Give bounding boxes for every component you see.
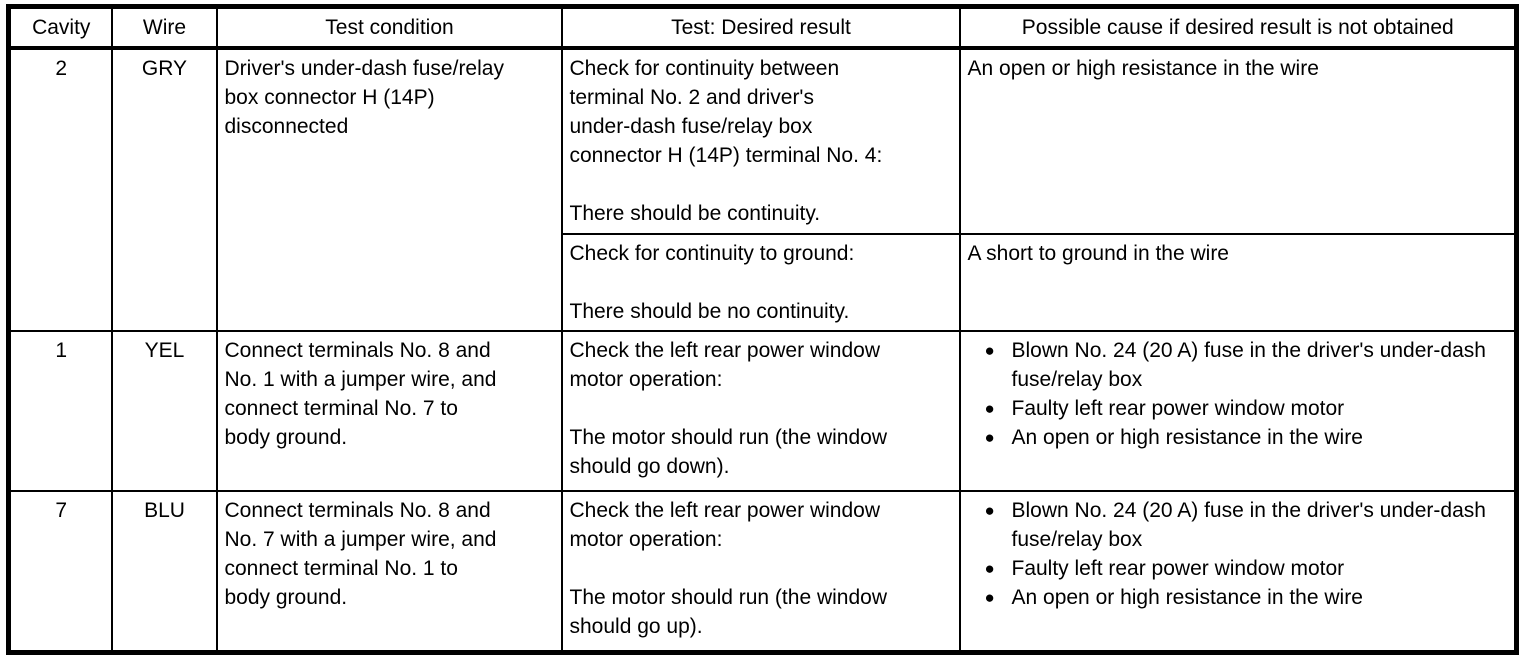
- table-header-row: Cavity Wire Test condition Test: Desired…: [7, 5, 1518, 50]
- column-header-test-condition: Test condition: [215, 5, 563, 50]
- diagnostic-table-sheet: Cavity Wire Test condition Test: Desired…: [6, 4, 1519, 655]
- cell-possible-cause: An open or high resistance in the wire: [958, 47, 1518, 235]
- text-line: motor operation:: [569, 528, 723, 551]
- text-line: The motor should run (the window: [569, 426, 888, 449]
- text-line: There should be continuity.: [569, 202, 821, 225]
- text-line: [570, 554, 953, 583]
- text-line: box connector H (14P): [224, 86, 435, 109]
- text-line: The motor should run (the window: [569, 586, 888, 609]
- cell-wire: GRY: [110, 47, 218, 332]
- table-body: 2 GRY Driver's under-dash fuse/relay box …: [7, 47, 1518, 654]
- list-item-label: Faulty left rear power window motor: [1011, 397, 1345, 420]
- cell-cavity: 1: [7, 330, 113, 492]
- cell-test-desired-result: Check the left rear power window motor op…: [560, 330, 961, 492]
- list-item-label: Blown No. 24 (20 A) fuse in the driver's…: [1011, 499, 1486, 551]
- list-item: ● An open or high resistance in the wire: [972, 583, 1509, 612]
- cell-test-desired-result: Check for continuity to ground: There sho…: [560, 233, 961, 332]
- bullet-icon: ●: [984, 559, 995, 578]
- cell-possible-cause: A short to ground in the wire: [958, 233, 1518, 332]
- text-line: under-dash fuse/relay box: [569, 115, 813, 138]
- text-line: [570, 268, 953, 297]
- text-line: should go up).: [569, 615, 703, 638]
- text-line: Check for continuity to ground:: [569, 242, 855, 265]
- column-header-cavity: Cavity: [7, 5, 113, 50]
- text-line: motor operation:: [569, 368, 723, 391]
- bullet-icon: ●: [984, 588, 995, 607]
- text-line: disconnected: [224, 115, 349, 138]
- table-row: 2 GRY Driver's under-dash fuse/relay box …: [7, 47, 1518, 332]
- bullet-icon: ●: [984, 501, 995, 520]
- cell-possible-cause: ● Blown No. 24 (20 A) fuse in the driver'…: [958, 490, 1518, 654]
- possible-cause-list: ● Blown No. 24 (20 A) fuse in the driver'…: [968, 496, 1509, 612]
- text-line: Check the left rear power window: [569, 339, 880, 362]
- list-item: ● Blown No. 24 (20 A) fuse in the driver'…: [972, 496, 1509, 554]
- text-line: connect terminal No. 1 to: [224, 557, 458, 580]
- cell-cavity: 2: [7, 47, 113, 332]
- text-line: A short to ground in the wire: [967, 242, 1230, 265]
- text-line: There should be no continuity.: [569, 300, 850, 323]
- cell-wire: BLU: [110, 490, 218, 654]
- table-header: Cavity Wire Test condition Test: Desired…: [7, 5, 1518, 50]
- troubleshooting-table: Cavity Wire Test condition Test: Desired…: [6, 4, 1519, 655]
- column-header-wire: Wire: [110, 5, 218, 50]
- list-item: ● An open or high resistance in the wire: [972, 423, 1509, 452]
- cell-wire: YEL: [110, 330, 218, 492]
- cell-test-desired-result: Check the left rear power window motor op…: [560, 490, 961, 654]
- list-item-label: An open or high resistance in the wire: [1011, 426, 1363, 449]
- cell-test-desired-result: Check for continuity between terminal No.…: [560, 47, 961, 235]
- bullet-icon: ●: [984, 428, 995, 447]
- text-line: [570, 394, 953, 423]
- list-item-label: Blown No. 24 (20 A) fuse in the driver's…: [1011, 339, 1486, 391]
- list-item-label: Faulty left rear power window motor: [1011, 557, 1345, 580]
- bullet-icon: ●: [984, 399, 995, 418]
- possible-cause-list: ● Blown No. 24 (20 A) fuse in the driver'…: [968, 336, 1509, 452]
- text-line: connector H (14P) terminal No. 4:: [569, 144, 883, 167]
- cell-test-condition: Driver's under-dash fuse/relay box connec…: [215, 47, 563, 332]
- text-line: No. 1 with a jumper wire, and: [224, 368, 497, 391]
- text-line: should go down).: [569, 455, 730, 478]
- cell-possible-cause: ● Blown No. 24 (20 A) fuse in the driver'…: [958, 330, 1518, 492]
- text-line: connect terminal No. 7 to: [224, 397, 458, 420]
- text-line: body ground.: [224, 586, 348, 609]
- column-header-possible-cause: Possible cause if desired result is not …: [958, 5, 1518, 50]
- table-row: Check for continuity to ground: There sho…: [9, 233, 1518, 332]
- text-line: [570, 170, 953, 199]
- text-line: Driver's under-dash fuse/relay: [224, 57, 504, 80]
- text-line: An open or high resistance in the wire: [967, 57, 1319, 80]
- list-item-label: An open or high resistance in the wire: [1011, 586, 1363, 609]
- text-line: body ground.: [224, 426, 348, 449]
- text-line: Connect terminals No. 8 and: [224, 339, 491, 362]
- list-item: ● Faulty left rear power window motor: [972, 394, 1509, 423]
- column-header-test-desired-result: Test: Desired result: [560, 5, 961, 50]
- cell-cavity: 7: [7, 490, 113, 654]
- text-line: terminal No. 2 and driver's: [569, 86, 814, 109]
- text-line: Connect terminals No. 8 and: [224, 499, 491, 522]
- list-item: ● Blown No. 24 (20 A) fuse in the driver'…: [972, 336, 1509, 394]
- list-item: ● Faulty left rear power window motor: [972, 554, 1509, 583]
- text-line: No. 7 with a jumper wire, and: [224, 528, 497, 551]
- text-line: Check the left rear power window: [569, 499, 880, 522]
- bullet-icon: ●: [984, 341, 995, 360]
- text-line: Check for continuity between: [569, 57, 840, 80]
